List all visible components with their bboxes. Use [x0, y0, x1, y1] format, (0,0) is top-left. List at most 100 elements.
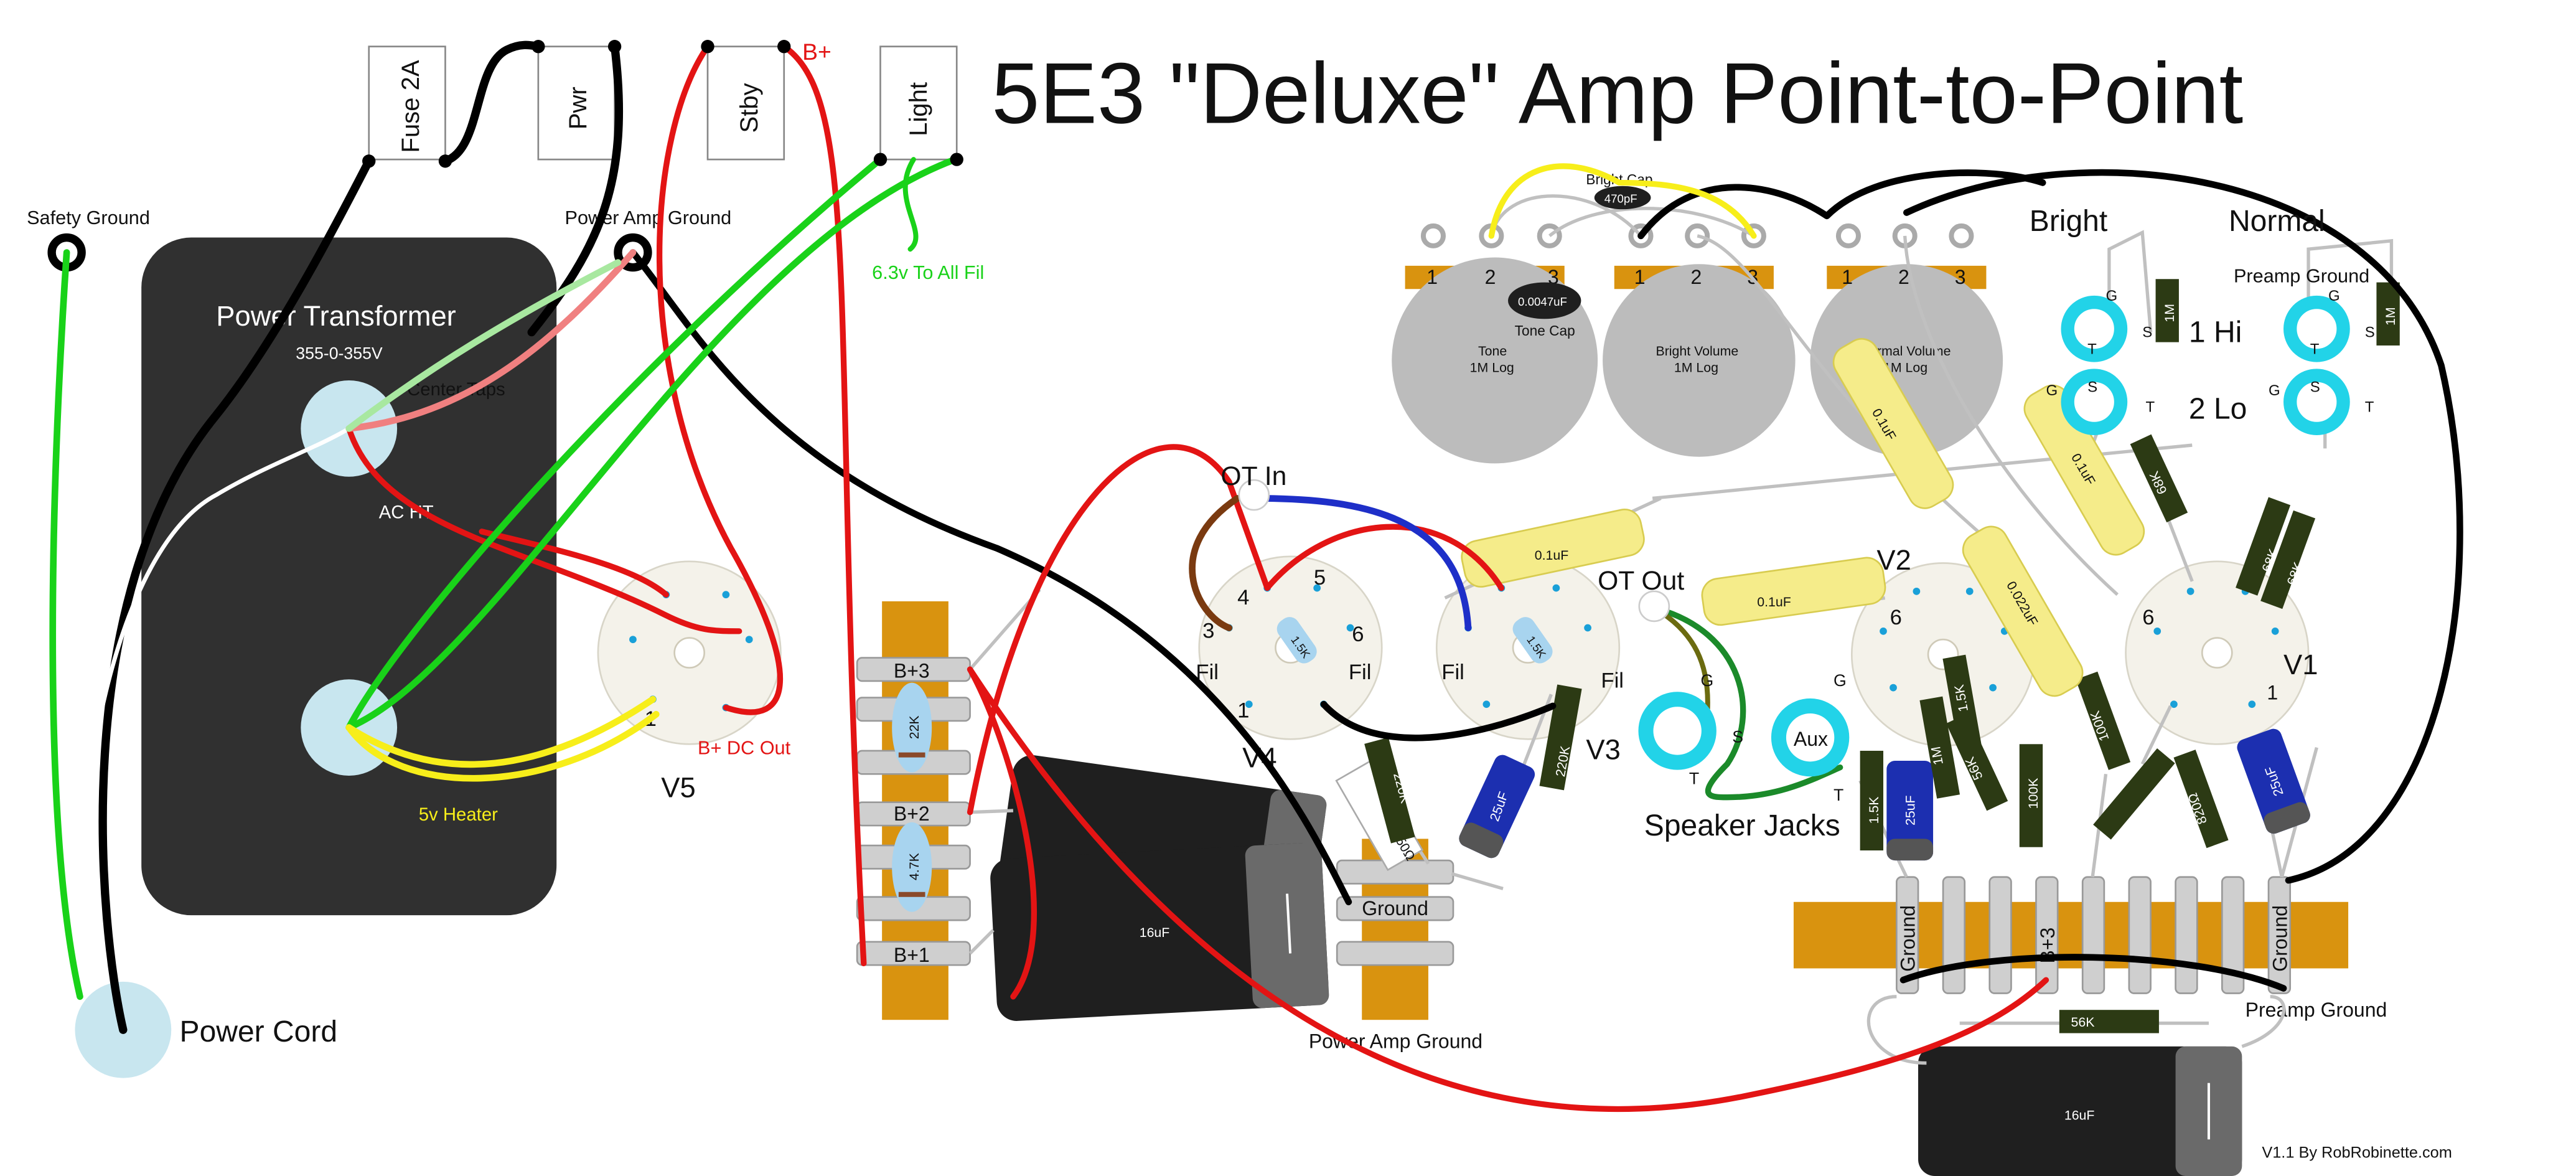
- bright-volume-pot[interactable]: [1603, 223, 1796, 457]
- bright-input-label: Bright: [2030, 205, 2107, 238]
- resistor-100k-v1: [2093, 748, 2175, 840]
- resistor-1m-bright: [2155, 279, 2179, 342]
- coupling-cap-v3: [1701, 557, 1886, 626]
- wire-b2-ot: [967, 444, 1270, 816]
- ot-out-label: OT Out: [1598, 566, 1684, 596]
- power-switch-label: Pwr: [564, 87, 592, 129]
- wire-cord-fuse: [98, 157, 373, 1034]
- coupling-cap-v4: [1461, 509, 1645, 588]
- heater-label: 5v Heater: [419, 804, 498, 825]
- normal-jack-t: T: [2310, 341, 2320, 357]
- diagram-title: 5E3 "Deluxe" Amp Point-to-Point: [991, 45, 2243, 141]
- terminal-dots: [362, 40, 963, 168]
- wire-b3-v4: [967, 666, 1037, 1000]
- filter-cap-lower-label: 16uF: [1140, 925, 1170, 940]
- resistor-1m-v2: [1919, 696, 1960, 799]
- resistor-100k-v2b: [2076, 671, 2131, 770]
- bright-jack-t2: T: [2146, 399, 2155, 416]
- wire-cord-white: [78, 426, 352, 999]
- wire-fil-tail: [902, 157, 919, 252]
- resistor-820-ohm: [2173, 750, 2229, 849]
- filament-label: 6.3v To All Fil: [872, 261, 984, 283]
- normal-pot-pin3: 3: [1955, 266, 1966, 288]
- wire-heater-b: [345, 710, 660, 782]
- resistor-1m-normal-label: 1M: [2383, 307, 2398, 326]
- normal-pot-pin2: 2: [1898, 266, 1909, 288]
- v1-pin1: 1: [2267, 681, 2278, 703]
- speaker-jacks-label: Speaker Jacks: [1644, 809, 1840, 842]
- wire-tone-bright: [1488, 163, 1757, 239]
- strip-b3-label: B+3: [894, 660, 930, 682]
- resistor-1-5k-v2-label: 1.5K: [1866, 796, 1881, 824]
- speaker-jack-aux[interactable]: [1771, 698, 1850, 777]
- resistor-220k-a: [1364, 737, 1415, 844]
- normal-jack-lo[interactable]: [2283, 369, 2350, 436]
- wire-power-transformer: [527, 42, 624, 337]
- normal-jack-s: S: [2365, 324, 2375, 341]
- normal-jack-hi[interactable]: [2283, 295, 2350, 362]
- wire-fil-a: [345, 156, 958, 731]
- ot-in-label: OT In: [1220, 461, 1286, 491]
- input-lo-label: 2 Lo: [2189, 392, 2247, 425]
- bypass-cap-v2-label: 25uF: [1903, 795, 1918, 826]
- tone-cap-label: Tone Cap: [1515, 322, 1575, 339]
- v3-label: V3: [1586, 733, 1620, 765]
- bplus-label: B+: [802, 39, 831, 65]
- bright-pot-pin1: 1: [1634, 266, 1646, 288]
- resistor-v4-1-5k: [1276, 617, 1317, 664]
- speaker-t-main: T: [1689, 769, 1699, 788]
- bright-jack-s: S: [2142, 324, 2152, 341]
- resistor-56k-bottom-label: 56K: [2071, 1015, 2094, 1030]
- resistor-56k-bottom: [2059, 1010, 2159, 1033]
- coupling-cap-bright: [2023, 384, 2145, 556]
- bright-jack-t: T: [2087, 341, 2097, 357]
- bright-cap-value: 470pF: [1604, 192, 1637, 205]
- wire-safety-ground: [49, 249, 83, 1000]
- fuse-label: Fuse 2A: [397, 60, 424, 153]
- normal-pot-pin1: 1: [1842, 266, 1853, 288]
- normal-jack-s2: S: [2310, 379, 2320, 396]
- wire-ot-olive: [1651, 605, 1710, 717]
- wire-ht-v5: [479, 529, 669, 598]
- v4-pin5: 5: [1314, 566, 1326, 590]
- resistor-4-7k: [892, 822, 932, 912]
- bright-jack-lo[interactable]: [2061, 369, 2128, 436]
- preamp-terminal-strip: [1793, 876, 2349, 994]
- wire-pa-ground-strip: [629, 249, 1352, 906]
- wire-fuse-power: [441, 40, 543, 166]
- bright-jack-hi[interactable]: [2061, 295, 2128, 362]
- strip-b1-label: B+1: [894, 944, 930, 966]
- safety-ground-label: Safety Ground: [27, 207, 150, 228]
- coupling-cap-022: [1962, 525, 2084, 697]
- resistor-1m-v2-label: 1M: [1928, 745, 1946, 766]
- power-amp-ground-strip: [1336, 839, 1454, 1020]
- normal-jack-g2: G: [2269, 382, 2280, 399]
- tone-cap-value: 0.0047uF: [1518, 295, 1567, 308]
- resistor-1-5k-v2: [1860, 750, 1884, 851]
- input-hi-label: 1 Hi: [2189, 316, 2242, 349]
- resistor-1m-bright-label: 1M: [2162, 304, 2177, 322]
- bright-jack-g: G: [2106, 288, 2118, 304]
- v4-pin3: 3: [1202, 619, 1214, 643]
- v1-pin6: 6: [2142, 606, 2154, 629]
- resistor-4-7k-label: 4.7K: [907, 853, 922, 880]
- v2-pin6: 6: [1890, 606, 1902, 629]
- standby-switch: [706, 45, 785, 161]
- tone-pot-name: Tone: [1478, 344, 1507, 359]
- resistor-220k-b: [1539, 684, 1582, 791]
- filter-cap-preamp: [1918, 1046, 2242, 1176]
- normal-jack-t2: T: [2365, 399, 2374, 416]
- ot-in-grommet: [1238, 479, 1270, 511]
- resistor-68k-b: [2260, 510, 2316, 609]
- bypass-cap-v3: [1459, 755, 1535, 858]
- speaker-g-main: G: [1701, 671, 1714, 690]
- speaker-s-main: S: [1732, 728, 1743, 746]
- speaker-aux-label: Aux: [1794, 728, 1828, 750]
- resistor-v3-1-5k: [1512, 617, 1553, 664]
- tone-cap: [1508, 282, 1581, 319]
- power-transformer: [141, 237, 557, 916]
- coupling-cap-v4-label: 0.1uF: [1535, 548, 1569, 563]
- speaker-jack-main[interactable]: [1638, 692, 1717, 770]
- speaker-g-aux: G: [1834, 671, 1847, 690]
- coupling-cap-normal: [1832, 338, 1954, 509]
